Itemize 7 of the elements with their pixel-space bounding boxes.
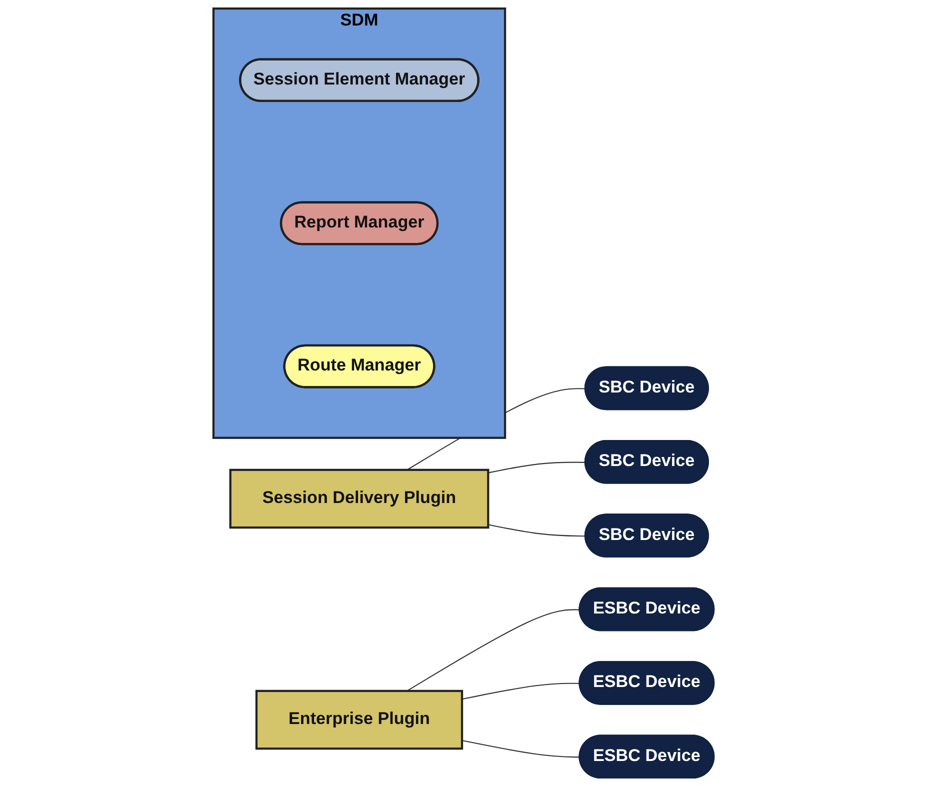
connector [462, 682, 580, 700]
node-box: Enterprise Plugin [255, 690, 464, 750]
connector [488, 462, 586, 474]
node-box: Session Delivery Plugin [229, 468, 490, 529]
connector [488, 524, 586, 537]
connector [406, 609, 580, 692]
connector [462, 740, 580, 758]
